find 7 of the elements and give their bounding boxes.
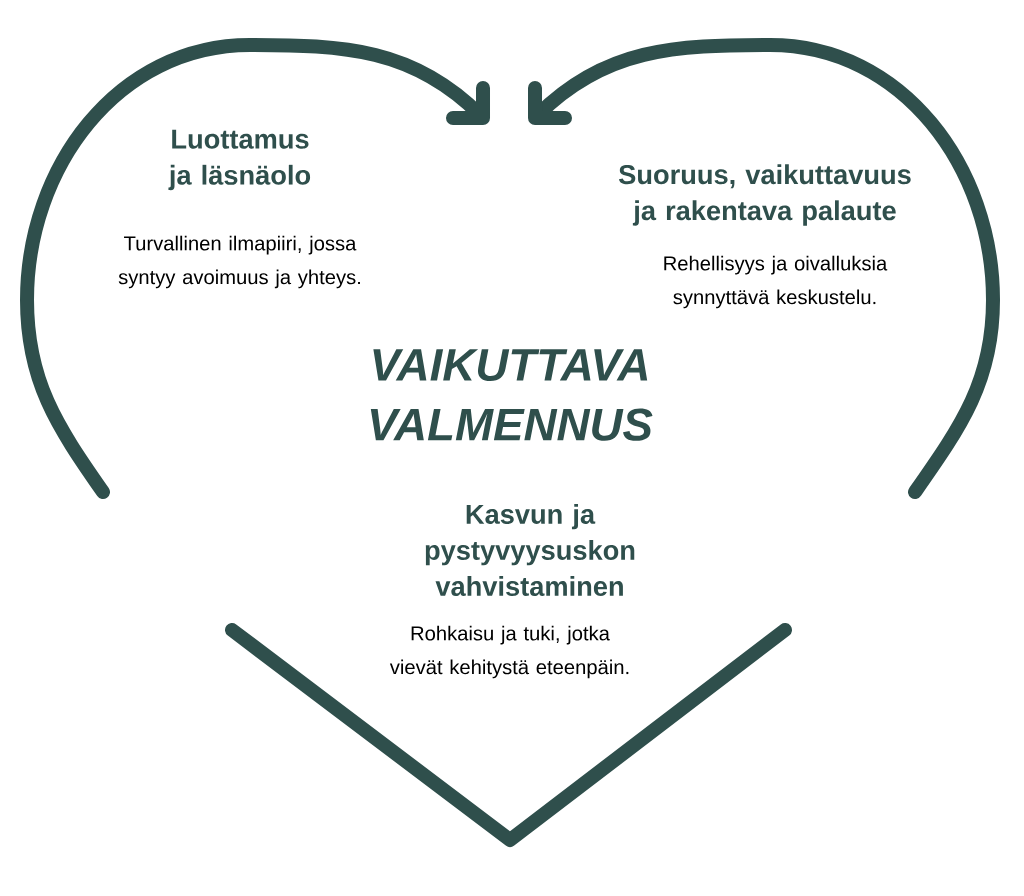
heading: Suoruus, vaikuttavuus ja rakentava palaute [618, 164, 911, 226]
title: VAIKUTTAVA VALMENNUS [370, 349, 653, 441]
body: Rehellisyys ja oivalluksia synnyttävä keskustelu. [664, 255, 888, 309]
body: Turvallinen ilmapiiri, jossa syntyy avoimuus ja yhteys. [118, 235, 360, 289]
heading: Kasvun ja pystyvyysuskon vahvistaminen [425, 503, 635, 596]
body: Rohkaisu ja tuki, jotka vievät kehitystä eteenpäin. [389, 625, 629, 679]
heading: Luottamus ja läsnäolo [168, 129, 311, 191]
